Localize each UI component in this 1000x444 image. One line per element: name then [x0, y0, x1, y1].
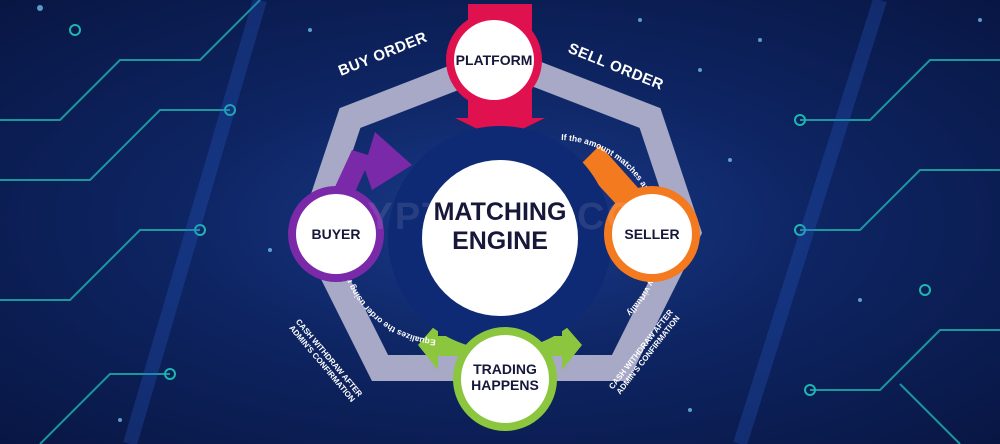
- trading-label-line2: HAPPENS: [471, 377, 539, 394]
- platform-label: PLATFORM: [455, 52, 533, 68]
- center-title-line2: ENGINE: [452, 226, 548, 255]
- seller-node: [604, 186, 700, 282]
- buyer-node: [288, 186, 384, 282]
- center-title-line1: MATCHING: [433, 198, 567, 226]
- center-circle: [422, 160, 578, 316]
- trading-label: TRADING HAPPENS: [460, 361, 550, 393]
- platform-node: [446, 12, 542, 108]
- center-title: MATCHING ENGINE: [424, 198, 576, 256]
- watermark: CRYPTWEBP.COM: [310, 196, 672, 238]
- trading-node: [453, 327, 557, 431]
- seller-label: SELLER: [624, 226, 680, 242]
- buyer-label: BUYER: [311, 226, 361, 242]
- trading-label-line1: TRADING: [473, 361, 537, 377]
